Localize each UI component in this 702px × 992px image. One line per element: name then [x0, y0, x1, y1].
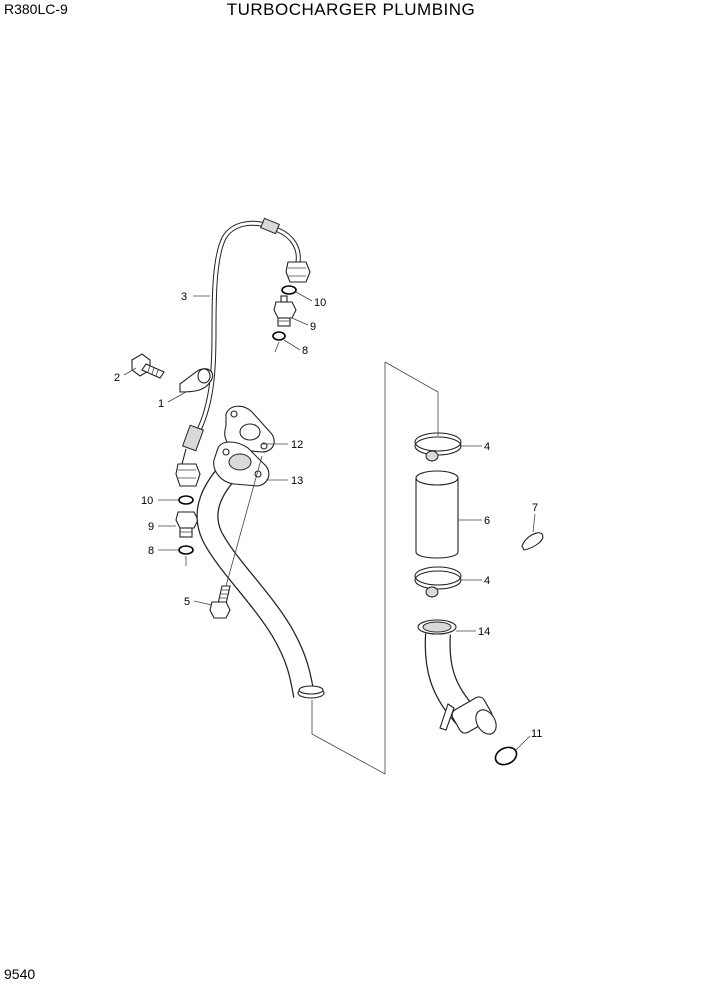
- callout-11: 11: [531, 728, 542, 740]
- callout-9-upper: 9: [310, 321, 316, 333]
- callout-6: 6: [484, 515, 490, 527]
- gasket-7: [521, 532, 544, 551]
- callout-2: 2: [114, 372, 120, 384]
- lower-oring-8: [178, 545, 194, 555]
- callout-8-upper: 8: [302, 345, 308, 357]
- lower-oring-10: [178, 495, 194, 505]
- callout-14: 14: [478, 626, 490, 638]
- elbow-14: [417, 619, 497, 735]
- callout-numbers: 3 10 9 8 2 1 12 13 10 9 8 5 4 6 7 4 14 1…: [114, 291, 542, 740]
- upper-oring-10: [281, 285, 297, 295]
- callout-10-upper: 10: [314, 297, 326, 309]
- callout-12: 12: [291, 439, 303, 451]
- page-title: TURBOCHARGER PLUMBING: [226, 0, 476, 19]
- callout-8-lower: 8: [148, 545, 154, 557]
- callout-13: 13: [291, 475, 303, 487]
- leader-lines: [123, 291, 536, 751]
- callout-3: 3: [181, 291, 187, 303]
- hose-clamp-4-upper: [414, 432, 462, 462]
- model-label: R380LC-9: [4, 1, 68, 17]
- oil-feed-hose: [175, 217, 311, 487]
- hose-6: [415, 470, 459, 559]
- callout-7: 7: [532, 502, 538, 514]
- oil-drain-pipe: [196, 441, 325, 699]
- callout-4-lower: 4: [484, 575, 490, 587]
- callout-4-upper: 4: [484, 441, 490, 453]
- callout-9-lower: 9: [148, 521, 154, 533]
- callout-10-lower: 10: [141, 495, 153, 507]
- upper-adapter-9: [273, 295, 297, 327]
- upper-oring-8: [272, 331, 286, 341]
- oring-11: [494, 746, 518, 766]
- callout-5: 5: [184, 596, 190, 608]
- lower-adapter-9: [175, 511, 199, 538]
- hose-clamp: [179, 368, 214, 393]
- page-number: 9540: [4, 966, 36, 982]
- bolt-2: [131, 353, 165, 379]
- bolt-5: [209, 585, 231, 619]
- assembly-guide-lines: [311, 361, 439, 775]
- callout-1: 1: [158, 398, 164, 410]
- hose-clamp-4-lower: [414, 566, 462, 598]
- gasket-12: [224, 405, 275, 453]
